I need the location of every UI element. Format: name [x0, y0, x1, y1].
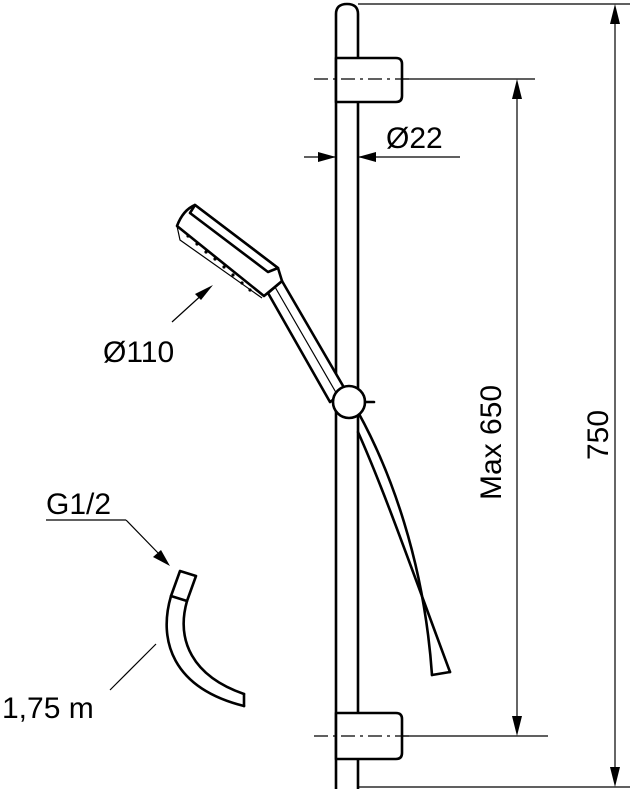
thread-label: G1/2	[46, 488, 111, 521]
max-height-label: Max 650	[475, 385, 508, 500]
dimension-max-650	[402, 78, 548, 737]
dimension-750	[358, 3, 630, 788]
total-height-label: 750	[582, 410, 615, 460]
hose-detail	[165, 569, 246, 708]
leader-hose-length	[109, 643, 157, 691]
top-wall-bracket	[314, 56, 414, 104]
rail-diameter-label: Ø22	[386, 122, 443, 155]
hose-length-label: 1,75 m	[2, 692, 94, 725]
slider-holder	[331, 384, 376, 420]
leader-head-diameter	[171, 285, 213, 323]
hand-shower	[175, 203, 348, 404]
bottom-wall-bracket	[314, 711, 414, 761]
dimension-rail-diameter	[304, 152, 460, 162]
shower-hose	[356, 410, 452, 677]
leader-thread	[46, 519, 170, 566]
head-diameter-label: Ø110	[103, 336, 174, 369]
shower-rail	[334, 2, 360, 789]
